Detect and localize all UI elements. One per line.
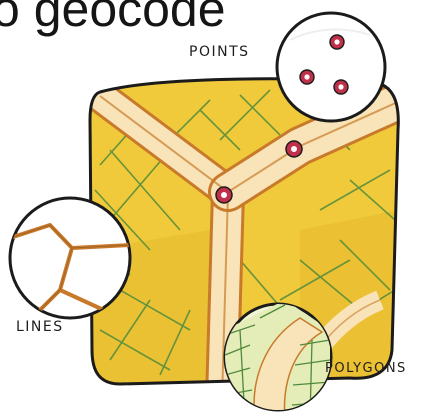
point-marker-icon xyxy=(286,141,302,157)
points-label: POINTS xyxy=(189,45,250,59)
polygons-label: POLYGONS xyxy=(325,362,407,375)
point-marker-icon xyxy=(216,187,232,203)
points-inset xyxy=(277,13,385,121)
polygon-inset-icon xyxy=(225,300,331,415)
lines-label: LINES xyxy=(16,320,64,334)
line-inset-icon xyxy=(10,198,130,320)
point-marker-icon xyxy=(300,70,314,84)
point-marker-icon xyxy=(330,35,344,49)
point-marker-icon xyxy=(334,80,348,94)
